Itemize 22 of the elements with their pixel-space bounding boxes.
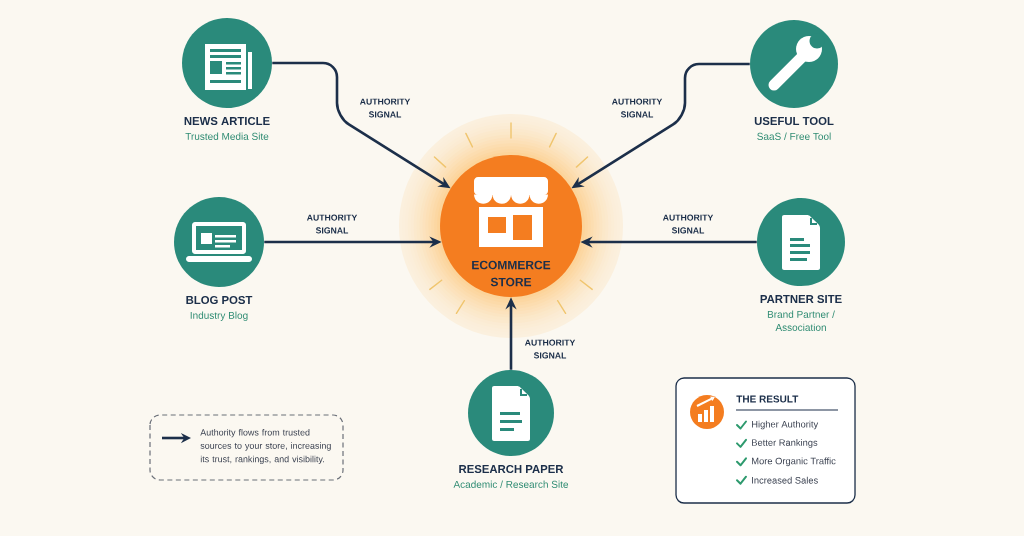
box-heading: THE RESULT: [736, 395, 799, 403]
edge-label: AUTHORITY SIGNAL: [524, 339, 576, 359]
edge-label: AUTHORITY SIGNAL: [359, 98, 411, 118]
node-subtitle: Trusted Media Site: [185, 132, 269, 140]
edge-label: AUTHORITY SIGNAL: [306, 214, 358, 234]
list-item: More Organic Traffic: [752, 457, 836, 467]
list-item: Better Rankings: [752, 439, 818, 448]
list-item: Increased Sales: [752, 476, 818, 484]
node-title: BLOG POST: [186, 296, 253, 304]
node-title: RESEARCH PAPER: [459, 465, 564, 473]
node-label: ECOMMERCE STORE: [472, 260, 551, 287]
edge-label: AUTHORITY SIGNAL: [662, 214, 714, 234]
node-title: NEWS ARTICLE: [184, 117, 270, 125]
list-item: Higher Authority: [752, 420, 819, 430]
node-title: USEFUL TOOL: [754, 117, 834, 125]
node-subtitle: Brand Partner / Association: [767, 310, 835, 331]
node-subtitle: Academic / Research Site: [453, 480, 569, 488]
node-title: PARTNER SITE: [760, 295, 842, 303]
node-subtitle: SaaS / Free Tool: [757, 132, 831, 140]
node-subtitle: Industry Blog: [190, 311, 248, 321]
edge-label: AUTHORITY SIGNAL: [611, 98, 663, 118]
legend-text: Authority flows from trusted sources to your store, increasing its trust, rankings, and visibility.: [200, 429, 331, 464]
